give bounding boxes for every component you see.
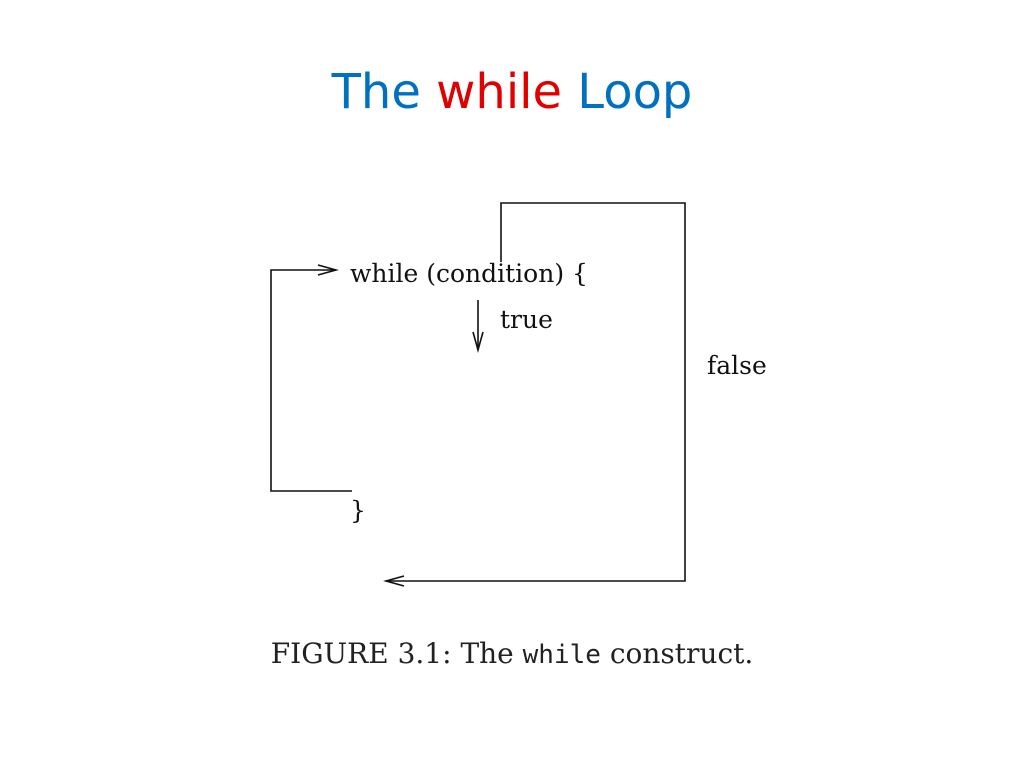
slide-title: The while Loop — [0, 62, 1024, 122]
figure-caption: FIGURE 3.1: The while construct. — [0, 634, 1024, 675]
close-brace-text: } — [350, 496, 366, 525]
caption-keyword: while — [522, 640, 601, 670]
false-label: false — [707, 351, 767, 380]
true-arrowhead — [472, 331, 484, 353]
while-statement-text: while (condition) { — [350, 259, 588, 288]
false-path-line — [386, 202, 686, 582]
title-prefix: The — [331, 64, 421, 120]
caption-suffix: construct. — [609, 637, 754, 670]
title-keyword: while — [436, 64, 563, 120]
loop-back-arrowhead — [317, 264, 339, 276]
loop-back-line — [270, 269, 352, 492]
caption-prefix: FIGURE 3.1: The — [270, 637, 514, 670]
title-suffix: Loop — [577, 64, 693, 120]
true-label: true — [500, 305, 553, 334]
false-path-arrowhead — [383, 575, 405, 587]
